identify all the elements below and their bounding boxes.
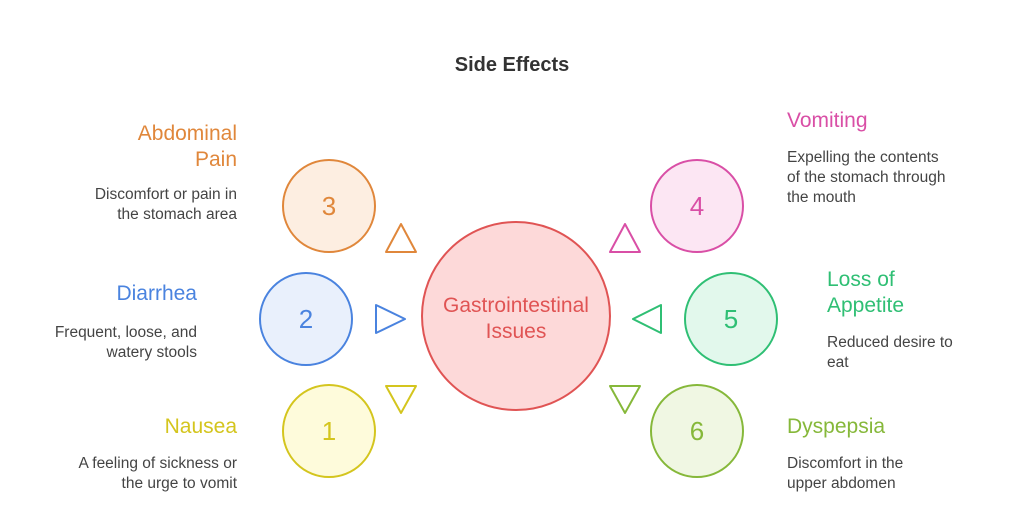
item-description: Discomfort or pain in the stomach area (94, 186, 237, 223)
arrow-6 (609, 385, 641, 414)
item-diarrhea: Diarrhea Frequent, loose, and watery sto… (20, 281, 197, 363)
item-vomiting: Vomiting Expelling the contents of the s… (787, 108, 967, 208)
item-heading: Diarrhea (116, 282, 197, 305)
arrow-5 (632, 304, 662, 334)
item-heading: Loss of Appetite (827, 268, 905, 317)
item-nausea: Nausea A feeling of sickness or the urge… (60, 414, 237, 494)
arrow-1 (385, 385, 417, 414)
item-heading: Vomiting (787, 109, 868, 132)
item-description: A feeling of sickness or the urge to vom… (78, 455, 237, 492)
hub-label: Gastrointestinal Issues (443, 294, 589, 343)
arrow-4 (609, 223, 641, 253)
item-description: Reduced desire to eat (827, 334, 953, 371)
item-description: Discomfort in the upper abdomen (787, 455, 904, 492)
item-number-5: 5 (723, 304, 739, 334)
hub-circle (421, 221, 611, 411)
circle-3 (282, 159, 376, 253)
item-number-1: 1 (321, 416, 337, 446)
arrow-3 (385, 223, 417, 253)
item-heading: Abdominal Pain (137, 122, 237, 171)
arrow-2 (375, 304, 406, 334)
circle-5 (684, 272, 778, 366)
circle-6 (650, 384, 744, 478)
item-number-4: 4 (689, 191, 705, 221)
item-number-3: 3 (321, 191, 337, 221)
circle-2 (259, 272, 353, 366)
item-description: Frequent, loose, and watery stools (54, 324, 197, 361)
circle-4 (650, 159, 744, 253)
item-loss-of-appetite: Loss of Appetite Reduced desire to eat (827, 267, 977, 373)
item-description: Expelling the contents of the stomach th… (787, 149, 946, 206)
diagram-title: Side Effects (454, 54, 570, 76)
item-abdominal-pain: Abdominal Pain Discomfort or pain in the… (60, 121, 237, 225)
item-number-6: 6 (689, 416, 705, 446)
item-heading: Nausea (164, 415, 237, 438)
item-heading: Dyspepsia (787, 415, 886, 438)
item-dyspepsia: Dyspepsia Discomfort in the upper abdome… (787, 414, 967, 494)
circle-1 (282, 384, 376, 478)
item-number-2: 2 (298, 304, 314, 334)
